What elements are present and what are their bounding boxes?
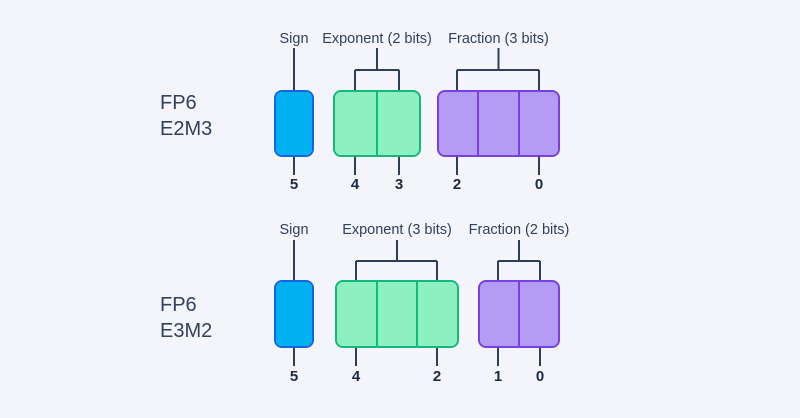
field-label-sign-fp6-e3m2: Sign	[279, 222, 309, 238]
bit-cell	[439, 92, 478, 155]
bit-cell	[375, 282, 417, 346]
bit-index-4-exponent-fp6-e2m3: 4	[350, 176, 360, 193]
bit-cell	[376, 92, 419, 155]
bit-index-3-exponent-fp6-e2m3: 3	[394, 176, 404, 193]
bit-index-5-sign-fp6-e2m3: 5	[289, 176, 299, 193]
field-label-fraction-fp6-e3m2: Fraction (2 bits)	[468, 222, 570, 238]
bit-block-sign-fp6-e3m2	[274, 280, 314, 348]
format-label-line2: E3M2	[160, 320, 213, 342]
bit-index-2-exponent-fp6-e3m2: 2	[432, 368, 442, 385]
bit-block-fraction-fp6-e2m3	[437, 90, 560, 157]
format-label-line2: E2M3	[160, 118, 213, 140]
bit-cell	[416, 282, 457, 346]
bit-index-0-fraction-fp6-e2m3: 0	[534, 176, 544, 193]
bit-block-exponent-fp6-e3m2	[335, 280, 459, 348]
bit-index-5-sign-fp6-e3m2: 5	[289, 368, 299, 385]
bit-index-0-fraction-fp6-e3m2: 0	[535, 368, 545, 385]
bit-cell	[337, 282, 376, 346]
bit-index-4-exponent-fp6-e3m2: 4	[351, 368, 361, 385]
bit-cell	[480, 282, 518, 346]
bit-cell	[517, 92, 558, 155]
field-label-exponent-fp6-e3m2: Exponent (3 bits)	[342, 222, 452, 238]
bit-block-exponent-fp6-e2m3	[333, 90, 421, 157]
format-label-line1: FP6	[160, 294, 197, 316]
format-label-line1: FP6	[160, 92, 197, 114]
bit-block-fraction-fp6-e3m2	[478, 280, 560, 348]
bit-cell	[477, 92, 518, 155]
bit-cell	[518, 282, 558, 346]
field-label-sign-fp6-e2m3: Sign	[279, 31, 309, 47]
bit-cell	[335, 92, 376, 155]
bit-index-2-fraction-fp6-e2m3: 2	[452, 176, 462, 193]
field-label-fraction-fp6-e2m3: Fraction (3 bits)	[448, 31, 549, 47]
field-label-exponent-fp6-e2m3: Exponent (2 bits)	[322, 31, 432, 47]
bit-cell	[276, 282, 312, 346]
bit-index-1-fraction-fp6-e3m2: 1	[493, 368, 503, 385]
bit-cell	[276, 92, 312, 155]
bit-block-sign-fp6-e2m3	[274, 90, 314, 157]
